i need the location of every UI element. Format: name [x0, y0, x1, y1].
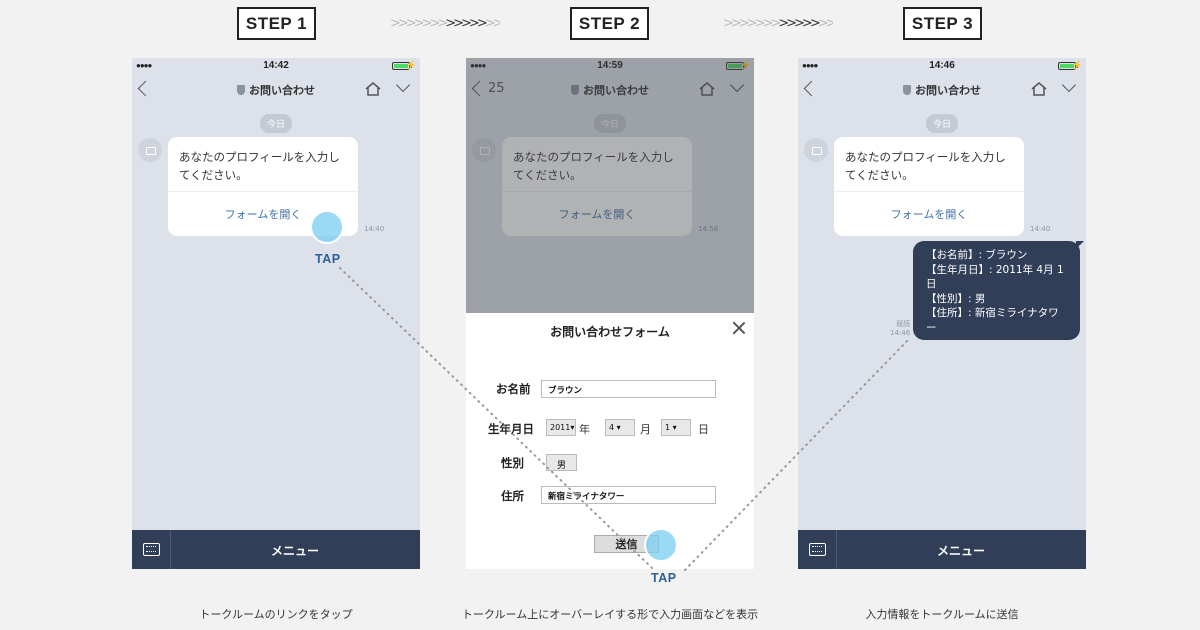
status-bar: ●●●● 14:59 ⚡ — [466, 58, 754, 74]
date-pill: 今日 — [925, 114, 959, 133]
battery-icon — [392, 62, 412, 70]
phone-step-2: ●●●● 14:59 ⚡ 25 お問い合わせ 今日 あなたのプロフィールを入力し… — [466, 58, 754, 569]
sent-line: 【性別】: 男 — [926, 292, 986, 305]
gender-select[interactable]: 男 — [546, 454, 577, 471]
overlay-dim[interactable] — [466, 58, 754, 313]
status-time: 14:46 — [929, 60, 955, 71]
home-icon[interactable] — [364, 81, 382, 97]
step-3-caption: 入力情報をトークルームに送信 — [865, 608, 1019, 621]
date-pill: 今日 — [593, 114, 627, 133]
step-3-label: STEP 3 — [903, 7, 982, 40]
unread-count: 25 — [488, 81, 505, 96]
message-time: 14:58 — [698, 225, 719, 233]
home-icon[interactable] — [698, 81, 716, 97]
form-title: お問い合わせフォーム — [550, 325, 670, 339]
menu-button[interactable]: メニュー — [936, 544, 985, 558]
charging-icon: ⚡ — [1071, 60, 1083, 70]
address-label: 住所 — [501, 489, 524, 503]
address-field[interactable]: 新宿ミライナタワー — [541, 486, 716, 504]
open-form-link[interactable]: フォームを開く — [890, 208, 968, 221]
avatar — [804, 138, 828, 162]
charging-icon: ⚡ — [739, 60, 751, 70]
tap-indicator — [310, 210, 344, 244]
avatar — [138, 138, 162, 162]
battery-icon — [1058, 62, 1078, 70]
shield-icon — [571, 85, 579, 95]
open-form-link[interactable]: フォームを開く — [558, 208, 636, 221]
sent-line: 【お名前】: ブラウン — [926, 249, 1028, 261]
name-field[interactable]: ブラウン — [541, 380, 716, 398]
menu-button[interactable]: メニュー — [270, 544, 319, 558]
message-card: あなたのプロフィールを入力してください。 フォームを開く — [834, 137, 1024, 236]
day-unit: 日 — [698, 423, 709, 436]
year-select[interactable]: 2011▾ — [546, 419, 576, 436]
sent-message-bubble: 【お名前】: ブラウン 【生年月日】: 2011年 4月 1 日 【性別】: 男… — [913, 241, 1084, 340]
menu-bar: メニュー — [132, 530, 420, 569]
year-unit: 年 — [579, 423, 590, 436]
message-text: あなたのプロフィールを入力してください。 — [502, 137, 692, 192]
sent-line: 【生年月日】: 2011年 4月 1 — [926, 263, 1064, 276]
month-select[interactable]: 4 ▾ — [605, 419, 635, 436]
chat-header: お問い合わせ — [132, 76, 420, 104]
shield-icon — [903, 85, 911, 95]
signal-icon: ●●●● — [136, 61, 152, 70]
message-time: 14:40 — [1030, 225, 1051, 233]
signal-icon: ●●●● — [470, 61, 486, 70]
message-card: あなたのプロフィールを入力してください。 フォームを開く — [168, 137, 358, 236]
sent-line: 日 — [926, 278, 937, 290]
avatar — [472, 138, 496, 162]
day-select[interactable]: 1 ▾ — [661, 419, 691, 436]
menu-bar: メニュー — [798, 530, 1086, 569]
month-unit: 月 — [640, 423, 651, 436]
message-card: あなたのプロフィールを入力してください。 フォームを開く — [502, 137, 692, 236]
tap-label: TAP — [315, 252, 341, 266]
chat-header: お問い合わせ — [798, 76, 1086, 104]
signal-icon: ●●●● — [802, 61, 818, 70]
step-1-caption: トークルームのリンクをタップ — [199, 608, 353, 621]
phone-step-3: ●●●● 14:46 ⚡ お問い合わせ 今日 あなたのプロフィールを入力してくだ… — [798, 58, 1086, 569]
chat-title: お問い合わせ — [132, 82, 420, 98]
open-form-link[interactable]: フォームを開く — [224, 208, 302, 221]
progress-arrows-2: >>>>>>>>>>>>>>>>>>> — [723, 16, 833, 31]
tap-indicator — [644, 528, 678, 562]
status-bar: ●●●● 14:46 ⚡ — [798, 58, 1086, 74]
chat-title: お問い合わせ — [798, 82, 1086, 98]
status-time: 14:59 — [597, 60, 623, 71]
status-time: 14:42 — [263, 60, 289, 71]
battery-icon — [726, 62, 746, 70]
message-text: あなたのプロフィールを入力してください。 — [168, 137, 358, 192]
gender-label: 性別 — [501, 456, 524, 470]
charging-icon: ⚡ — [405, 60, 417, 70]
chat-title: お問い合わせ — [466, 82, 754, 98]
step-2-label: STEP 2 — [570, 7, 649, 40]
shield-icon — [237, 85, 245, 95]
home-icon[interactable] — [1030, 81, 1048, 97]
step-1-label: STEP 1 — [237, 7, 316, 40]
phone-step-1: ●●●● 14:42 ⚡ お問い合わせ 今日 あなたのプロフィールを入力してくだ… — [132, 58, 420, 569]
progress-arrows-1: >>>>>>>>>>>>>>>>>>> — [390, 16, 500, 31]
status-bar: ●●●● 14:42 ⚡ — [132, 58, 420, 74]
sent-line: 【住所】: 新宿ミライナタワ — [926, 307, 1059, 319]
keyboard-icon[interactable] — [143, 543, 160, 556]
step-2-caption: トークルーム上にオーバーレイする形で入力画面などを表示 — [461, 608, 759, 621]
message-text: あなたのプロフィールを入力してください。 — [834, 137, 1024, 192]
birthdate-label: 生年月日 — [488, 422, 534, 436]
sent-line: ー — [926, 321, 937, 334]
message-time: 14:40 — [364, 225, 385, 233]
read-receipt: 既読 14:46 — [890, 320, 911, 337]
tap-label: TAP — [651, 571, 677, 585]
keyboard-icon[interactable] — [809, 543, 826, 556]
name-label: お名前 — [496, 382, 531, 396]
chat-header: 25 お問い合わせ — [466, 76, 754, 104]
date-pill: 今日 — [259, 114, 293, 133]
form-sheet: お問い合わせフォーム お名前 ブラウン 生年月日 2011▾ 年 4 ▾ 月 1… — [466, 313, 754, 569]
